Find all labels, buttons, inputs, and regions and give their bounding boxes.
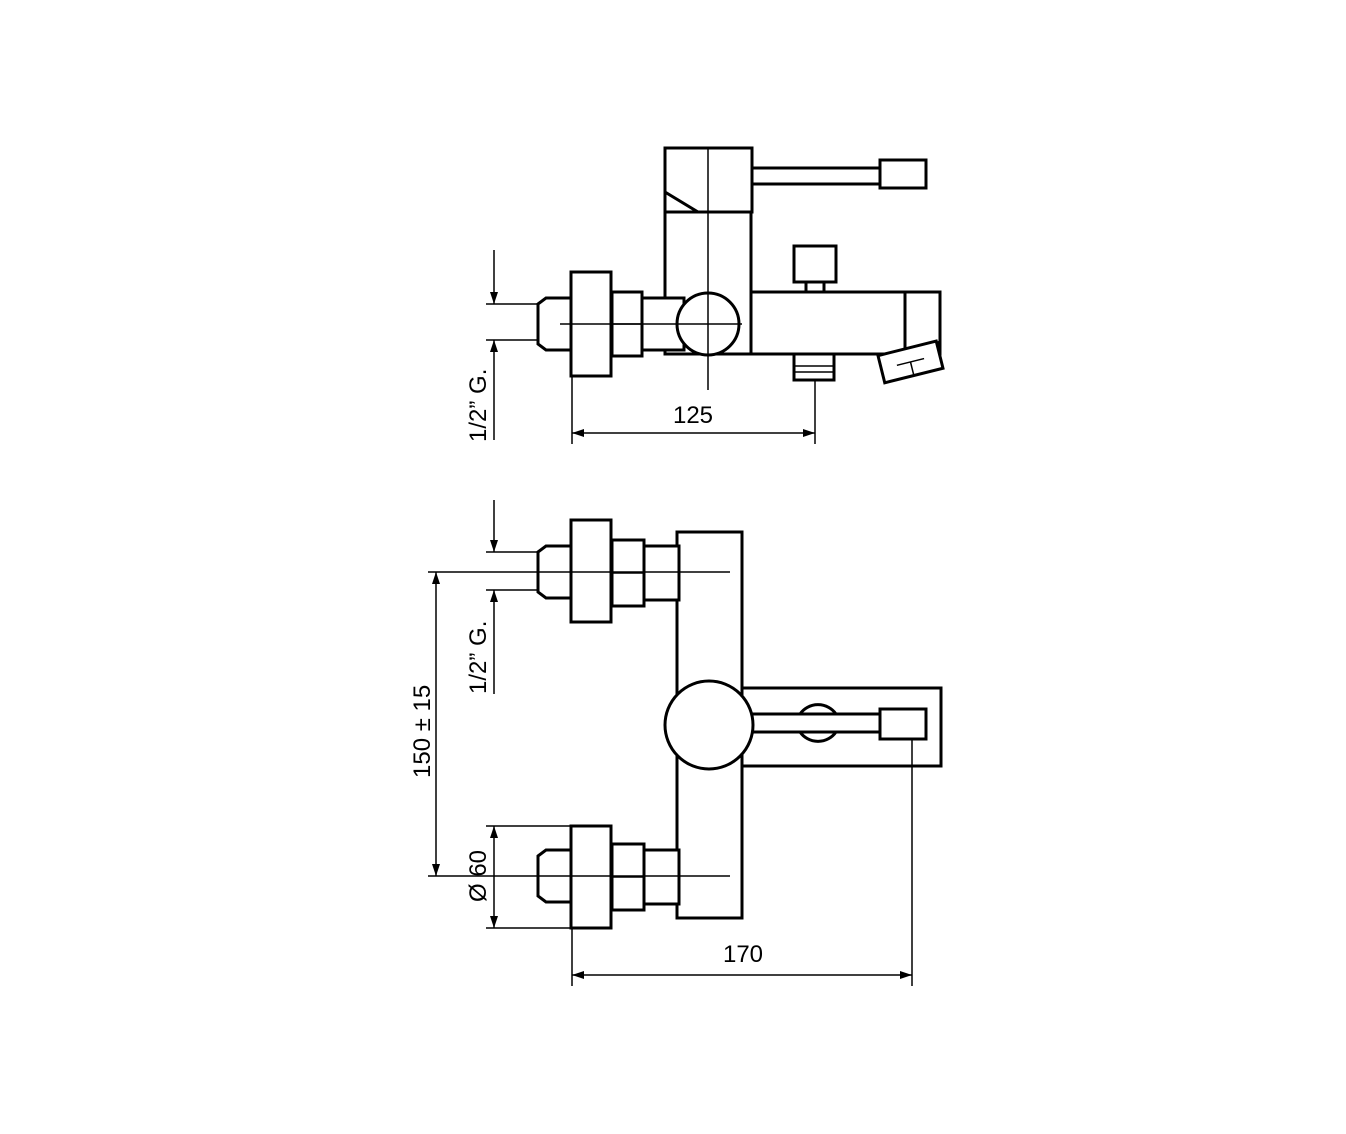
- front-diameter-label: Ø 60: [465, 850, 492, 902]
- eccentric-connector: [536, 296, 573, 352]
- front-lever-arm: [750, 712, 884, 734]
- lower-flange: [569, 824, 613, 930]
- diverter-ring: [797, 703, 839, 716]
- side-view: 1/2” G. 125: [465, 146, 945, 444]
- front-thread-label: 1/2” G.: [465, 621, 492, 694]
- aerator-nozzle: [876, 339, 945, 385]
- diverter-stem: [804, 280, 826, 294]
- front-body-circle: [663, 679, 755, 771]
- front-view: 1/2” G. 150 ± 15 Ø 60 170: [409, 500, 943, 986]
- shower-outlet-thread: [792, 352, 836, 382]
- diverter-knob: [792, 244, 838, 284]
- lower-arm: [641, 848, 681, 906]
- upper-arm: [641, 544, 681, 602]
- upper-flange: [569, 518, 613, 624]
- front-spacing-label: 150 ± 15: [409, 685, 436, 778]
- lever-tip: [878, 158, 928, 190]
- spout-outlet-taper: [903, 290, 942, 357]
- side-width-label: 125: [673, 402, 713, 429]
- front-lever-tip: [878, 707, 928, 741]
- side-thread-label: 1/2” G.: [465, 369, 492, 442]
- front-width-label: 170: [723, 941, 763, 968]
- diverter-ring-lower: [797, 730, 839, 743]
- lever-arm: [750, 166, 884, 186]
